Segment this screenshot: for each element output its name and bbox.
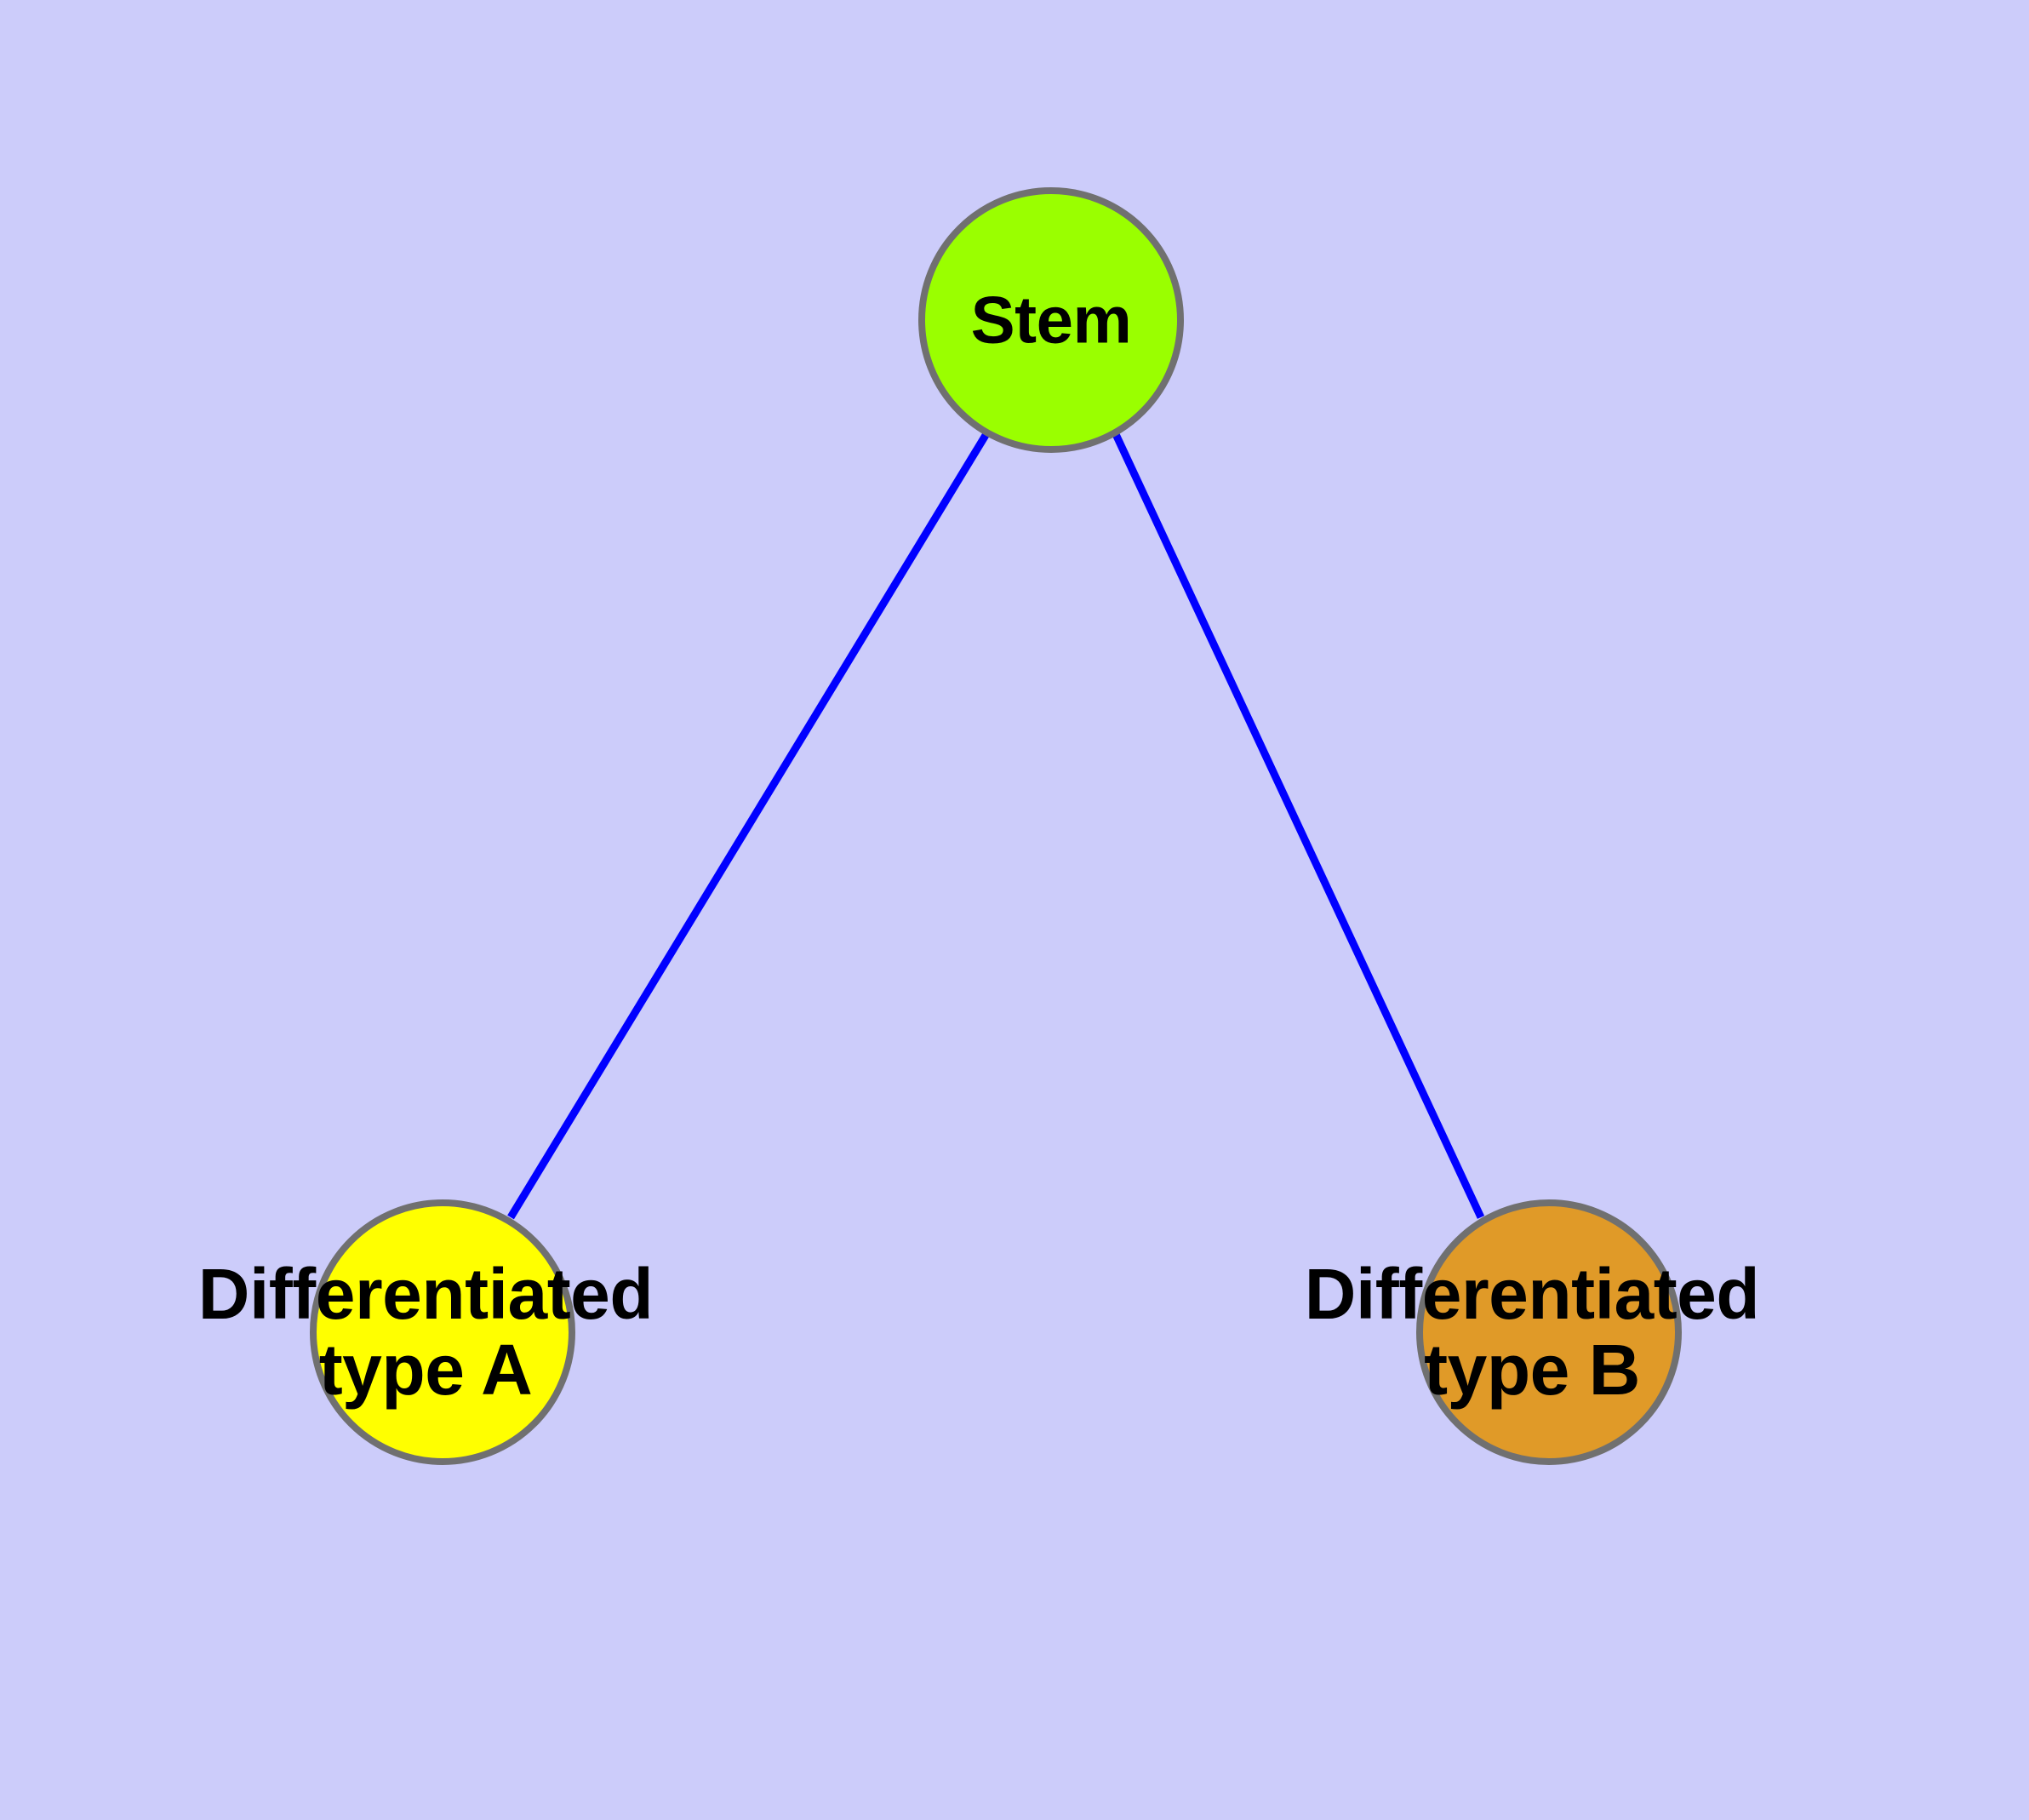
- node-differentiated-type-b[interactable]: [1416, 1199, 1682, 1465]
- node-stem[interactable]: [918, 187, 1184, 453]
- edge-stem-to-differentiated-type-b[interactable]: [1111, 431, 1485, 1219]
- edge-stem-to-differentiated-type-a[interactable]: [507, 430, 991, 1220]
- node-differentiated-type-a[interactable]: [310, 1199, 575, 1465]
- node-layer: [310, 187, 1682, 1465]
- edge-layer: [507, 430, 1485, 1220]
